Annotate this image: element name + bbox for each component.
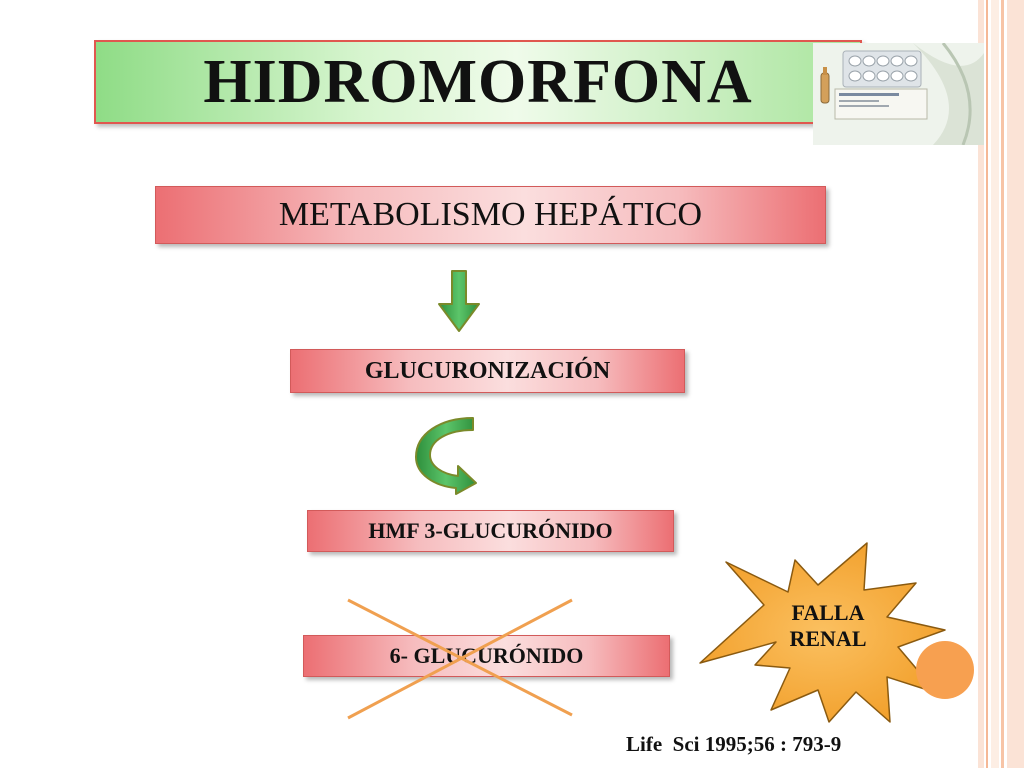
metabolite-3-label: HMF 3-GLUCURÓNIDO — [368, 518, 613, 543]
warning-line-2: RENAL — [789, 626, 867, 651]
curved-arrow-icon — [415, 417, 477, 495]
decorative-circle — [916, 641, 974, 699]
title-box: HIDROMORFONA — [94, 40, 862, 124]
warning-line-1: FALLA — [791, 600, 865, 625]
citation: Life Sci 1995;56 : 793-9 — [626, 732, 842, 756]
page-title: HIDROMORFONA — [203, 47, 753, 116]
glucuronidation-label: GLUCURONIZACIÓN — [364, 357, 611, 384]
metabolism-label: METABOLISMO HEPÁTICO — [278, 196, 703, 233]
glucuronidation-box: GLUCURONIZACIÓN — [290, 349, 685, 393]
metabolite-3-box: HMF 3-GLUCURÓNIDO — [307, 510, 674, 552]
down-arrow-icon — [438, 270, 480, 332]
medication-package-image — [813, 43, 984, 145]
metabolism-box: METABOLISMO HEPÁTICO — [155, 186, 826, 244]
metabolite-6-label: 6- GLUCURÓNIDO — [389, 643, 584, 668]
decorative-stripes — [978, 0, 1024, 768]
metabolite-6-box: 6- GLUCURÓNIDO — [303, 635, 670, 677]
warning-label: FALLA RENAL — [772, 600, 884, 652]
